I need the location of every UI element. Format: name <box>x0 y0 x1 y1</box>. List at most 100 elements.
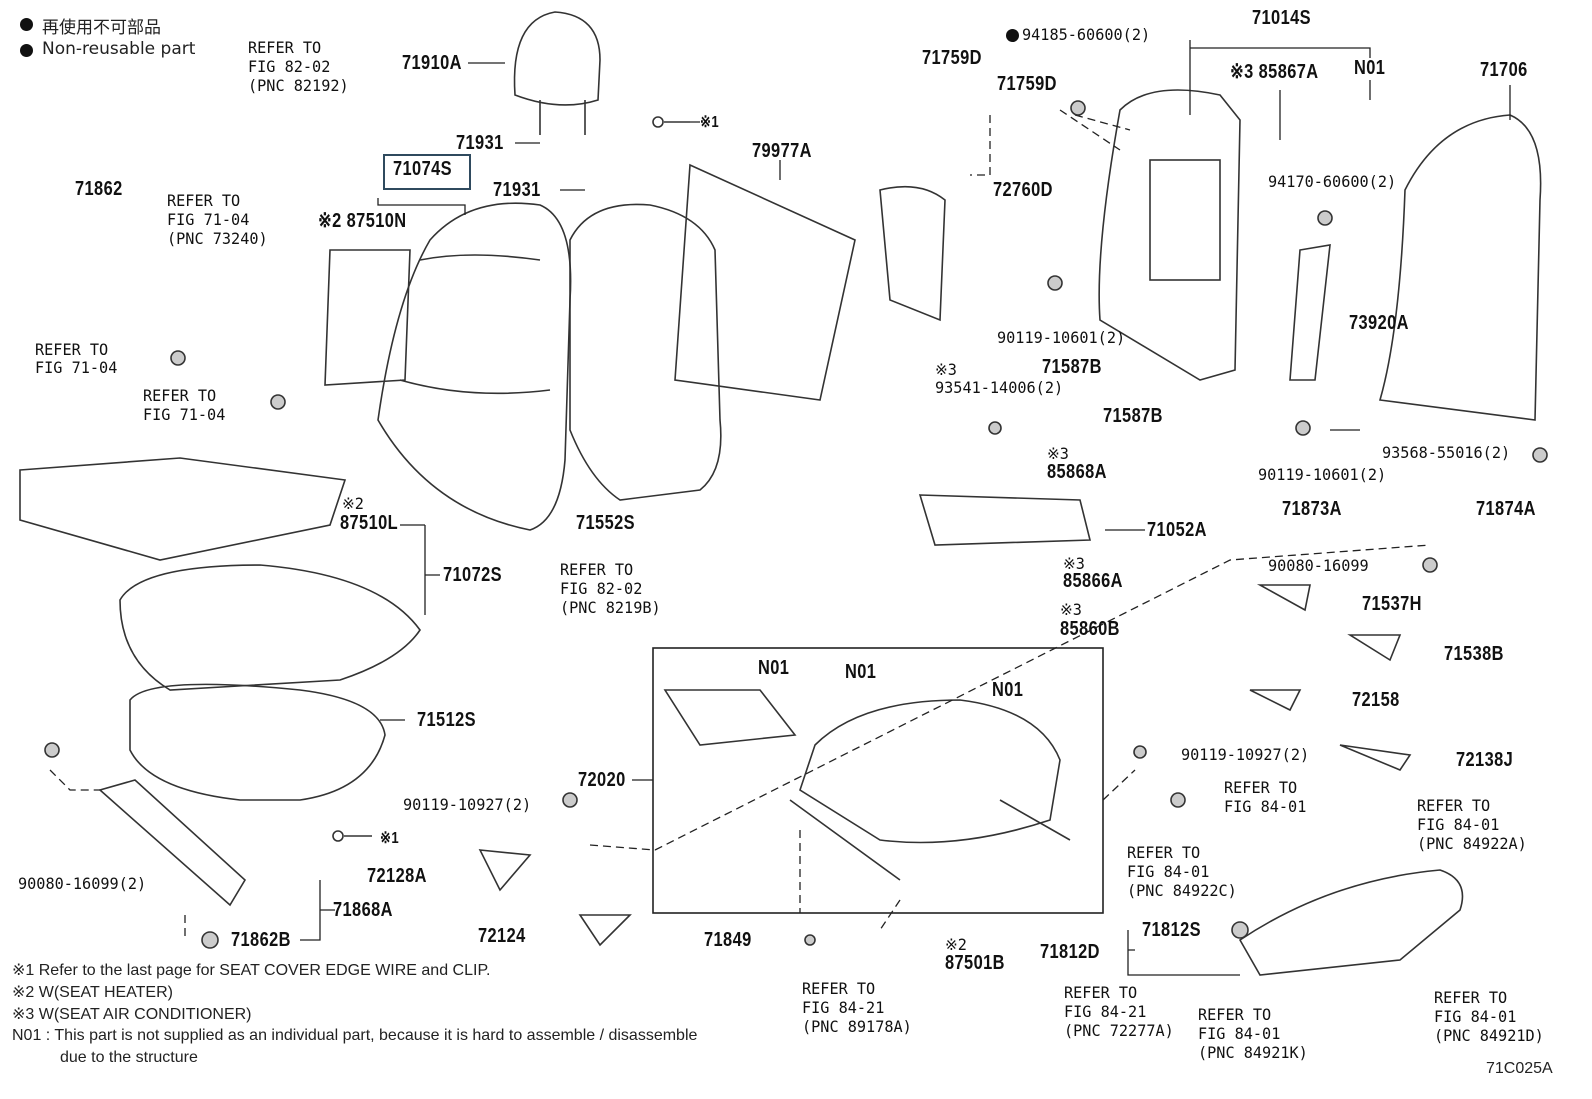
refer-line: REFER TO <box>1434 988 1508 1007</box>
part-71512S[interactable]: 71512S <box>417 709 477 731</box>
part-N01: N01 <box>992 679 1024 701</box>
part-90119-10927[interactable]: 90119-10927(2) <box>1181 745 1310 764</box>
seatback-pad-drawing <box>569 203 722 501</box>
non-reusable-dot-icon <box>1006 29 1019 42</box>
part-90080-16099[interactable]: 90080-16099(2) <box>18 874 147 893</box>
part-71874A[interactable]: 71874A <box>1476 498 1536 520</box>
part-71074S[interactable]: 71074S <box>393 158 453 180</box>
refer-line: REFER TO <box>560 560 634 579</box>
part-90119-10601[interactable]: 90119-10601(2) <box>997 328 1126 347</box>
part-93541-14006[interactable]: 93541-14006(2) <box>935 378 1064 397</box>
part-71072S[interactable]: 71072S <box>443 564 503 586</box>
part-71587B[interactable]: 71587B <box>1103 405 1163 427</box>
refer-line: REFER TO <box>802 979 876 998</box>
legend-japanese: 再使用不可部品 <box>42 18 161 38</box>
part-71587B[interactable]: 71587B <box>1042 356 1102 378</box>
part-93568-55016[interactable]: 93568-55016(2) <box>1382 443 1511 462</box>
part-90119-10601[interactable]: 90119-10601(2) <box>1258 465 1387 484</box>
part-71538B[interactable]: 71538B <box>1444 643 1504 665</box>
mark-3: ※3 <box>1047 444 1069 463</box>
refer-line: FIG 84-01 <box>1127 862 1210 881</box>
footnote-3: ※3 W(SEAT AIR CONDITIONER) <box>12 1006 252 1023</box>
clip-note-1: ※1 <box>380 830 400 847</box>
part-71552S[interactable]: 71552S <box>576 512 636 534</box>
refer-line: FIG 84-01 <box>1224 797 1307 816</box>
part-71759D[interactable]: 71759D <box>922 47 982 69</box>
part-94170-60600[interactable]: 94170-60600(2) <box>1268 172 1397 191</box>
refer-line: FIG 84-21 <box>802 998 885 1017</box>
seat-adjuster-drawing <box>799 699 1061 844</box>
seatback-frame-drawing <box>1098 89 1241 381</box>
part-71014S[interactable]: 71014S <box>1252 7 1312 29</box>
mark-2: ※2 <box>945 935 967 954</box>
refer-line: FIG 71-04 <box>143 405 226 424</box>
mark-3: ※3 <box>935 360 957 379</box>
part-N01: N01 <box>1354 57 1386 79</box>
side-shield-drawing <box>1238 869 1464 976</box>
part-71812S[interactable]: 71812S <box>1142 919 1202 941</box>
part-72128A[interactable]: 72128A <box>367 865 427 887</box>
mark-3: ※3 <box>1060 600 1082 619</box>
part-87510L[interactable]: 87510L <box>340 512 399 534</box>
part-71812D[interactable]: 71812D <box>1040 941 1100 963</box>
part-71910A[interactable]: 71910A <box>402 52 462 74</box>
seat-adjuster-frame-group <box>652 647 1104 914</box>
part-79977A[interactable]: 79977A <box>752 140 812 162</box>
refer-line: FIG 82-02 <box>248 57 331 76</box>
part-94185-60600[interactable]: 94185-60600(2) <box>1022 25 1151 44</box>
mark-3: ※3 <box>1063 554 1085 573</box>
part-72138J[interactable]: 72138J <box>1456 749 1514 771</box>
part-72020[interactable]: 72020 <box>578 769 626 791</box>
figure-code: 71C025A <box>1486 1060 1553 1077</box>
back-board-drawing <box>674 163 856 401</box>
part-71873A[interactable]: 71873A <box>1282 498 1342 520</box>
part-90080-16099[interactable]: 90080-16099 <box>1268 556 1369 575</box>
cushion-pad-drawing <box>129 683 386 801</box>
refer-line: FIG 84-21 <box>1064 1002 1147 1021</box>
footnote-n01-continued: due to the structure <box>60 1049 198 1066</box>
part-85860B[interactable]: 85860B <box>1060 618 1120 640</box>
part-90119-10927[interactable]: 90119-10927(2) <box>403 795 532 814</box>
part-71052A[interactable]: 71052A <box>1147 519 1207 541</box>
refer-line: REFER TO <box>1064 983 1138 1002</box>
heater-mat-drawing <box>324 249 411 386</box>
part-85866A[interactable]: 85866A <box>1063 570 1123 592</box>
mark-2: ※2 <box>342 494 364 513</box>
part-72760D[interactable]: 72760D <box>993 179 1053 201</box>
refer-line: (PNC 84922A) <box>1417 834 1527 853</box>
part-71537H[interactable]: 71537H <box>1362 593 1422 615</box>
refer-line: FIG 71-04 <box>35 358 118 377</box>
part-72158[interactable]: 72158 <box>1352 689 1400 711</box>
refer-line: FIG 82-02 <box>560 579 643 598</box>
part-71868A[interactable]: 71868A <box>333 899 393 921</box>
part-71849[interactable]: 71849 <box>704 929 752 951</box>
cushion-heater-drawing <box>19 457 347 561</box>
part-71931[interactable]: 71931 <box>456 132 504 154</box>
refer-line: REFER TO <box>1127 843 1201 862</box>
refer-line: (PNC 89178A) <box>802 1017 912 1036</box>
part-N01: N01 <box>758 657 790 679</box>
part-71931[interactable]: 71931 <box>493 179 541 201</box>
headrest-drawing <box>513 11 601 106</box>
part-87501B[interactable]: 87501B <box>945 952 1005 974</box>
refer-line: FIG 84-01 <box>1434 1007 1517 1026</box>
part-85868A[interactable]: 85868A <box>1047 461 1107 483</box>
part-85867A[interactable]: ※3 85867A <box>1230 61 1319 83</box>
part-71759D[interactable]: 71759D <box>997 73 1057 95</box>
seatback-cover-drawing <box>377 202 572 531</box>
part-87510N[interactable]: ※2 87510N <box>318 210 407 232</box>
part-71862B[interactable]: 71862B <box>231 929 291 951</box>
refer-line: REFER TO <box>1224 778 1298 797</box>
part-72124[interactable]: 72124 <box>478 925 526 947</box>
refer-line: FIG 84-01 <box>1198 1024 1281 1043</box>
footnote-1: ※1 Refer to the last page for SEAT COVER… <box>12 962 491 979</box>
part-71862[interactable]: 71862 <box>75 178 123 200</box>
clip-note-1: ※1 <box>700 114 720 131</box>
refer-line: (PNC 82192) <box>248 76 349 95</box>
part-71706[interactable]: 71706 <box>1480 59 1528 81</box>
part-73920A[interactable]: 73920A <box>1349 312 1409 334</box>
highlighted-part-box <box>383 154 471 190</box>
refer-line: REFER TO <box>248 38 322 57</box>
